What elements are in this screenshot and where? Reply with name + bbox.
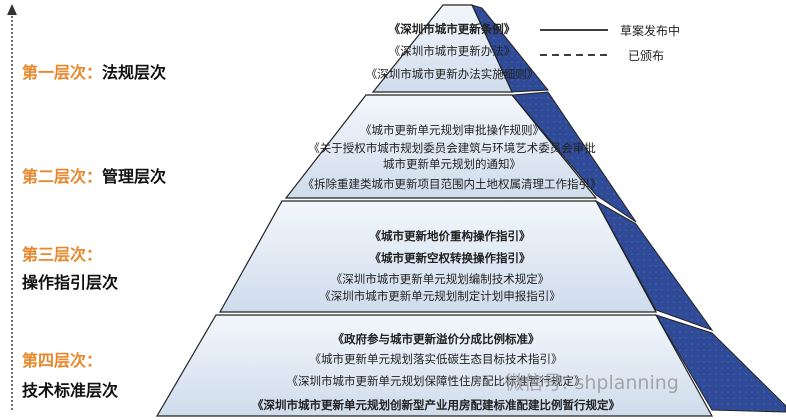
tier-4-doc-4: 《深圳市城市更新单元规划创新型产业用房配建标准配建比例暂行规定》 xyxy=(252,398,620,412)
tier-2-doc-3: 城市更新单元规划的通知》 xyxy=(383,157,521,171)
tier-4-doc-2: 《城市更新单元规划落实低碳生态目标技术指引》 xyxy=(309,352,563,366)
tier-2-doc-2: 《关于授权市城市规划委员会建筑与环境艺术委员会审批 xyxy=(308,141,596,155)
tier-3-doc-1: 《城市更新地价重构操作指引》 xyxy=(369,229,531,243)
legend-label-enacted: 已颁布 xyxy=(628,49,665,63)
level-1-prefix: 第一层次： xyxy=(22,63,103,82)
tier-4-side xyxy=(654,314,786,413)
tier-1-doc-3: 《深圳市城市更新办法实施细则》 xyxy=(365,67,539,81)
level-1-label: 第一层次：法规层次 xyxy=(22,62,166,84)
tier-3-doc-2: 《城市更新空权转换操作指引》 xyxy=(369,251,531,265)
tier-4-front xyxy=(155,314,714,417)
tier-2-doc-4: 《拆除重建类城市更新项目范围内土地权属清理工作指引》 xyxy=(302,177,602,191)
tier-4-doc-3: 《深圳市城市更新单元规划保障性住房配比标准暂行规定》 xyxy=(286,374,586,388)
level-2-prefix: 第二层次： xyxy=(22,167,103,186)
tier-3-side xyxy=(594,199,714,332)
level-3-name: 操作指引层次 xyxy=(22,273,119,292)
tier-3-doc-3: 《深圳市城市更新单元规划编制技术规定》 xyxy=(330,272,550,286)
level-4-name: 技术标准层次 xyxy=(22,381,119,400)
legend-label-drafting: 草案发布中 xyxy=(620,24,681,38)
tier-1-front xyxy=(371,4,513,93)
level-1-name: 法规层次 xyxy=(102,63,167,82)
level-3-label: 第三层次： 操作指引层次 xyxy=(22,244,118,294)
level-4-label: 第四层次： 技术标准层次 xyxy=(22,350,118,402)
tier-2-doc-1: 《城市更新单元规划审批操作规则》 xyxy=(360,123,544,137)
wechat-watermark: 微信号: shplanning xyxy=(505,372,679,394)
tier-3-front xyxy=(218,200,658,313)
tier-3-doc-4: 《深圳市城市更新单元规划制定计划申报指引》 xyxy=(319,289,561,303)
level-2-label: 第二层次：管理层次 xyxy=(22,166,166,188)
tier-1-doc-1: 《深圳市城市更新条例》 xyxy=(388,22,516,36)
tier-4-doc-1: 《政府参与城市更新溢价分成比例标准》 xyxy=(332,332,540,346)
level-3-prefix: 第三层次： xyxy=(22,245,103,264)
hierarchy-arrow-head xyxy=(7,4,17,15)
level-2-name: 管理层次 xyxy=(102,167,167,186)
tier-2-side xyxy=(510,91,637,223)
level-4-prefix: 第四层次： xyxy=(22,351,103,370)
tier-1-doc-2: 《深圳市城市更新办法》 xyxy=(388,44,516,58)
tier-2-front xyxy=(284,94,598,199)
